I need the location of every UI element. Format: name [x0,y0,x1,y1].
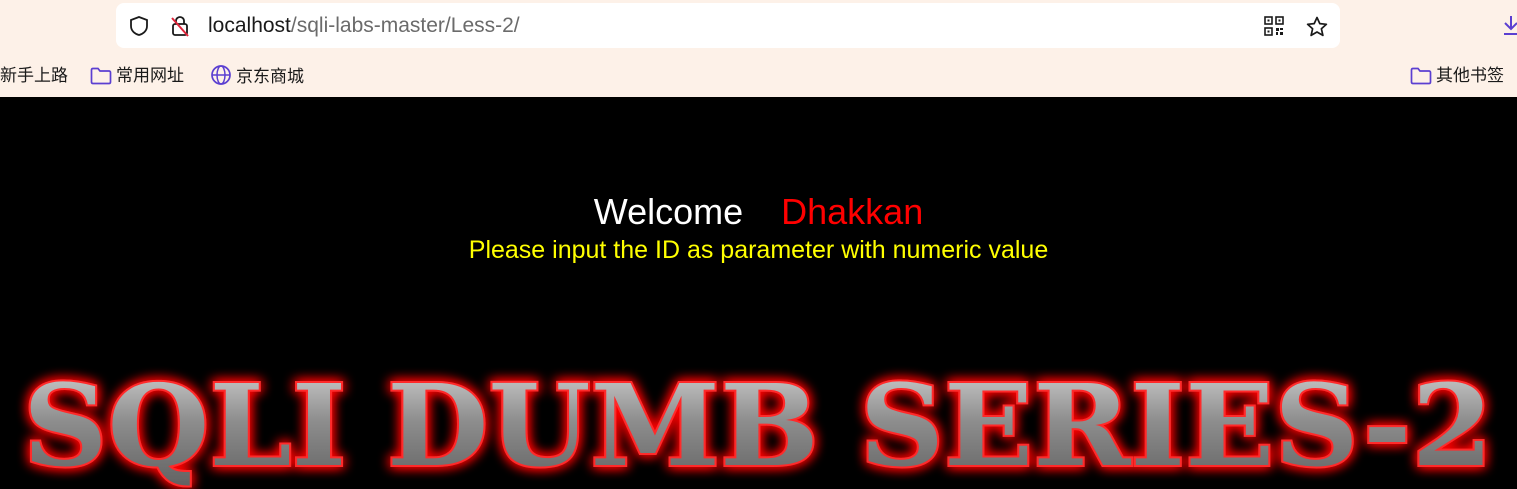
bookmarks-bar: 新手上路 常用网址 京东商城 其他书签 [0,58,1517,94]
browser-chrome: localhost/sqli-labs-master/Less-2/ [0,0,1517,97]
bookmark-star-icon[interactable] [1305,15,1328,37]
url-text[interactable]: localhost/sqli-labs-master/Less-2/ [208,13,520,39]
instruction-text: Please input the ID as parameter with nu… [468,236,1049,264]
shield-icon[interactable] [128,15,150,37]
insecure-lock-icon[interactable] [169,15,191,37]
download-icon[interactable] [1502,14,1517,40]
title-banner: SQLI DUMB SERIES-2 [0,357,1517,489]
other-bookmarks-folder[interactable]: 其他书签 [1410,64,1504,88]
bookmark-label: 新手上路 [0,66,68,86]
url-host: localhost [208,14,291,37]
url-path: /sqli-labs-master/Less-2/ [290,14,520,37]
bookmark-item[interactable]: 新手上路 [0,64,68,88]
bookmark-label: 常用网址 [116,66,184,86]
banner-text: SQLI DUMB SERIES-2 [23,361,1493,489]
welcome-heading: Welcome Dhakkan [0,192,1517,232]
folder-icon [1410,67,1432,85]
bookmark-label: 京东商城 [236,67,304,87]
address-bar[interactable]: localhost/sqli-labs-master/Less-2/ [116,3,1340,48]
user-name-text: Dhakkan [781,191,924,232]
welcome-text: Welcome [593,191,744,232]
page-content: Welcome Dhakkan Please input the ID as pa… [0,97,1517,489]
bookmark-site[interactable]: 京东商城 [210,64,304,88]
bookmark-label: 其他书签 [1436,66,1504,86]
folder-icon [90,67,112,85]
qr-code-icon[interactable] [1263,15,1285,37]
bookmark-folder[interactable]: 常用网址 [90,64,184,88]
globe-icon [211,65,231,85]
